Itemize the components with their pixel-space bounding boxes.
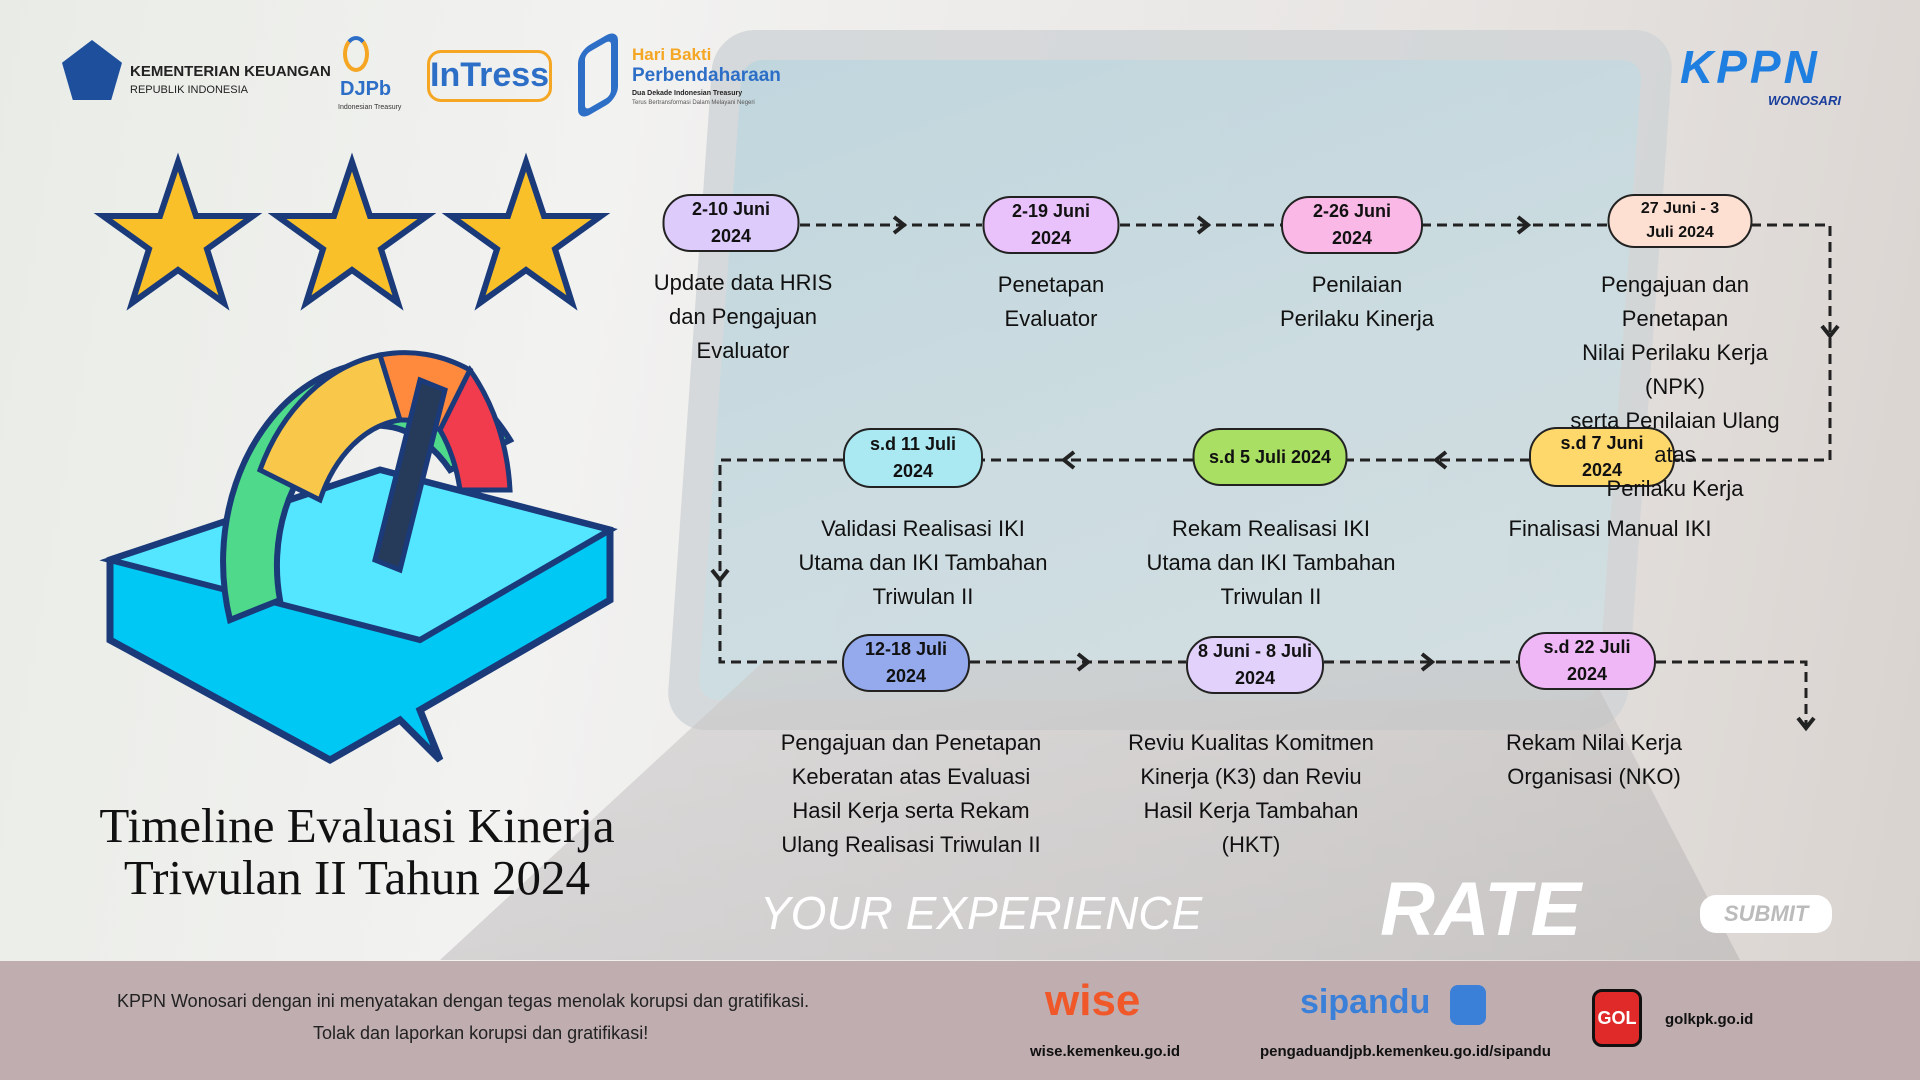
intress-logo: InTress	[427, 50, 552, 102]
arrow-down-icon	[1820, 324, 1840, 340]
arrow-right-icon	[892, 215, 908, 235]
hari-bakti-subtitle: Perbendaharaan	[632, 65, 781, 86]
arrow-down-icon	[710, 568, 730, 584]
kemenkeu-name: KEMENTERIAN KEUANGAN	[130, 63, 331, 80]
anti-corruption-statement: KPPN Wonosari dengan ini menyatakan deng…	[117, 991, 810, 1011]
step-7-description: Validasi Realisasi IKI Utama dan IKI Tam…	[798, 516, 1048, 609]
step-5-description: Finalisasi Manual IKI	[1508, 516, 1712, 541]
step-1-date: 2-10 Juni 2024	[662, 194, 800, 252]
submit-watermark: SUBMIT	[1700, 895, 1833, 933]
gol-logo: GOL	[1592, 989, 1642, 1047]
anti-corruption-call: Tolak dan laporkan korupsi dan gratifika…	[313, 1023, 649, 1043]
star-icon	[441, 152, 611, 311]
step-8-description: Pengajuan dan Penetapan Keberatan atas E…	[780, 730, 1042, 857]
rate-watermark: RATE	[1380, 867, 1582, 952]
star-icon	[93, 152, 263, 311]
arrow-right-icon	[1196, 215, 1212, 235]
arrow-right-icon	[1420, 652, 1436, 672]
step-4-description: Pengajuan dan Penetapan Nilai Perilaku K…	[1570, 272, 1780, 501]
arrow-right-icon	[1076, 652, 1092, 672]
step-10-date: s.d 22 Juli 2024	[1518, 632, 1656, 690]
step-6-description: Rekam Realisasi IKI Utama dan IKI Tambah…	[1146, 516, 1396, 609]
gol-link[interactable]: golkpk.go.id	[1665, 1011, 1754, 1028]
page-title: Timeline Evaluasi Kinerja Triwulan II Ta…	[99, 800, 614, 904]
step-3-date: 2-26 Juni 2024	[1281, 196, 1423, 254]
arrowheads	[710, 215, 1840, 732]
hari-bakti-tagline: Dua Dekade Indonesian Treasury	[632, 90, 743, 97]
wise-link[interactable]: wise.kemenkeu.go.id	[1030, 1043, 1181, 1060]
step-7-date: s.d 11 Juli 2024	[843, 428, 983, 488]
step-2-date: 2-19 Juni 2024	[982, 196, 1120, 254]
step-9-description: Reviu Kualitas Komitmen Kinerja (K3) dan…	[1128, 730, 1374, 857]
connector-line	[718, 223, 1832, 728]
step-9-date: 8 Juni - 8 Juli 2024	[1186, 636, 1324, 694]
djpb-emblem-icon	[343, 36, 369, 72]
experience-watermark: YOUR EXPERIENCE	[760, 887, 1203, 939]
arrow-down-icon	[1796, 716, 1816, 732]
djpb-logo: DJPb	[340, 78, 392, 100]
step-1-description: Update data HRIS dan Pengajuan Evaluator	[653, 270, 833, 363]
step-8-date: 12-18 Juli 2024	[842, 634, 970, 692]
kppn-logo: KPPN	[1680, 41, 1820, 93]
title-line-2: Triwulan II Tahun 2024	[123, 850, 591, 905]
rating-stars	[93, 152, 611, 311]
step-10-description: Rekam Nilai Kerja Organisasi (NKO)	[1505, 730, 1683, 789]
step-6-date: s.d 5 Juli 2024	[1192, 428, 1348, 486]
sipandu-logo: sipandu	[1300, 983, 1431, 1021]
arrow-left-icon	[1432, 450, 1448, 470]
djpb-tagline: Indonesian Treasury	[338, 104, 402, 111]
title-line-1: Timeline Evaluasi Kinerja	[99, 798, 615, 853]
kppn-office: WONOSARI	[1768, 93, 1841, 108]
arrow-right-icon	[1516, 215, 1532, 235]
step-4-date: 27 Juni - 3 Juli 2024	[1607, 194, 1753, 248]
star-icon	[267, 152, 437, 311]
arrow-left-icon	[1060, 450, 1076, 470]
footer: KPPN Wonosari dengan ini menyatakan deng…	[0, 961, 1920, 1080]
step-3-description: Penilaian Perilaku Kinerja	[1279, 272, 1435, 331]
sipandu-key-icon	[1450, 985, 1486, 1025]
hari-bakti-title: Hari Bakti	[632, 45, 712, 64]
step-5-date: s.d 7 Juni 2024	[1529, 427, 1675, 487]
hari-bakti-motto: Terus Bertransformasi Dalam Melayani Neg…	[632, 100, 755, 106]
step-2-description: Penetapan Evaluator	[997, 272, 1105, 331]
kemenkeu-subtitle: REPUBLIK INDONESIA	[130, 84, 248, 96]
sipandu-link[interactable]: pengaduandjpb.kemenkeu.go.id/sipandu	[1260, 1043, 1551, 1060]
speedometer-icon	[99, 350, 618, 765]
wise-logo: wise	[1045, 976, 1141, 1025]
